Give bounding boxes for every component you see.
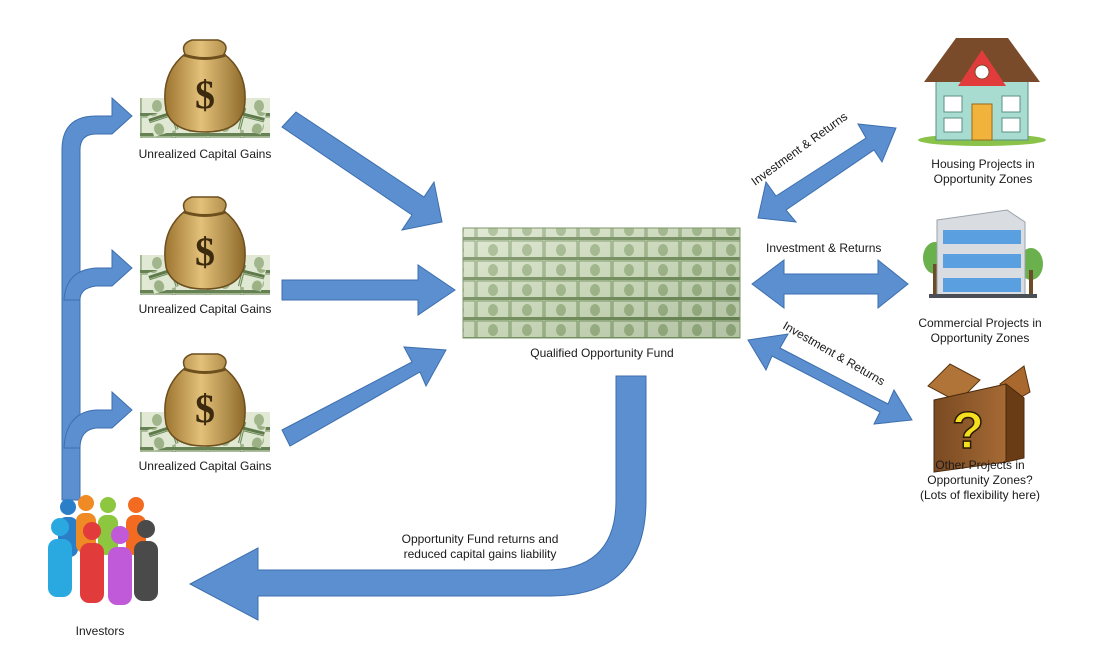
money-bag-icon: $ [140,196,270,295]
investor-trunk-arrow [61,96,133,501]
return-label-line-2: reduced capital gains liability [403,547,557,561]
commercial-label-line-2: Opportunity Zones [930,331,1030,345]
money-bag-icon: $ [140,39,270,138]
other-label-line-1: Other Projects in [935,458,1025,472]
arrows [61,96,913,621]
people-group-icon [48,495,158,605]
commercial-flow-arrow [751,258,909,310]
flow-label-commercial: Investment & Returns [766,241,881,255]
dollar-sign: $ [195,386,215,431]
other-label: Other Projects in Opportunity Zones? (Lo… [900,458,1060,503]
return-arrow [188,375,647,621]
other-label-line-2: Opportunity Zones? [927,473,1033,487]
gains-label-1: Unrealized Capital Gains [138,147,272,161]
commercial-label-line-1: Commercial Projects in [918,316,1042,330]
gains-label-2: Unrealized Capital Gains [138,302,272,316]
question-box-icon: ? [927,363,1031,473]
investor-branch-arrow-3 [63,390,133,449]
dollar-sign: $ [195,72,215,117]
investor-branch-arrow-2 [63,248,133,301]
house-icon [918,38,1046,146]
other-flow-arrow [747,333,913,425]
office-building-icon [923,209,1043,298]
fund-label: Qualified Opportunity Fund [530,346,674,360]
housing-label-line-1: Housing Projects in [931,157,1035,171]
question-mark: ? [952,402,984,460]
other-label-line-3: (Lots of flexibility here) [919,488,1041,502]
housing-label: Housing Projects in Opportunity Zones [908,157,1058,187]
gains-2-to-fund-arrow [281,264,456,316]
commercial-label: Commercial Projects in Opportunity Zones [900,316,1060,346]
gains-1-to-fund-arrow [281,111,443,231]
investors-label: Investors [75,624,125,638]
money-bag-icon: $ [140,353,270,452]
housing-flow-arrow [757,123,897,223]
cash-stacks-icon [462,227,741,339]
return-label-line-1: Opportunity Fund returns and [401,532,559,546]
gains-label-3: Unrealized Capital Gains [138,459,272,473]
housing-label-line-2: Opportunity Zones [933,172,1033,186]
gains-3-to-fund-arrow [281,346,447,447]
dollar-sign: $ [195,229,215,274]
return-label: Opportunity Fund returns and reduced cap… [380,532,580,562]
